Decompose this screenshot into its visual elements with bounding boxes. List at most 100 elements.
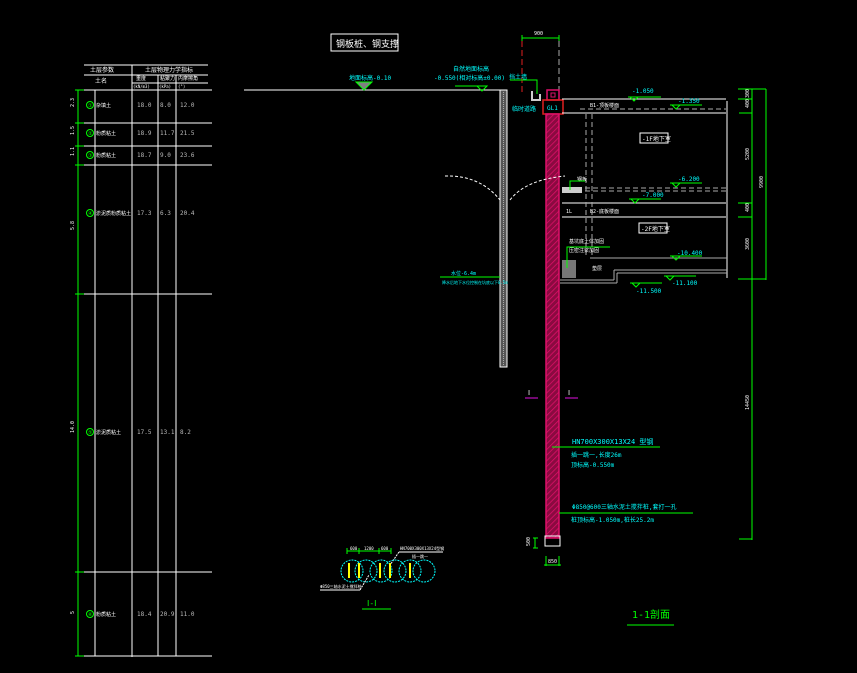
soil-friction: 8.2	[180, 429, 191, 436]
soil-cohesion: 9.0	[160, 152, 171, 159]
table-unit-phi: (°)	[178, 84, 185, 89]
soil-id: ②	[88, 131, 93, 137]
elevation-value: -1.050	[632, 88, 654, 95]
elevation-marker: -1.350	[670, 98, 702, 110]
elevation-triangle-icon	[628, 96, 640, 102]
bottom-dim-850: 850	[548, 559, 557, 565]
soil-thickness: 5.8	[70, 221, 76, 230]
natural-ground-elevation: -0.550(相对标高±0.00)	[434, 74, 505, 82]
svg-text:钢板: 钢板	[577, 176, 587, 183]
soil-friction: 11.0	[180, 611, 195, 618]
soil-cohesion: 8.0	[160, 102, 171, 109]
soil-gamma: 18.4	[137, 611, 152, 618]
soil-cohesion: 20.9	[160, 611, 175, 618]
floor2-label: -2F地下室	[641, 225, 670, 233]
soil-name: 粉质粘土	[96, 611, 116, 618]
elevation-triangle-icon	[664, 275, 676, 281]
elevation-value: -10.400	[677, 250, 703, 257]
cushion-label: 垫层	[592, 265, 602, 272]
soil-id: ①	[88, 103, 93, 109]
soil-name: 淤泥质粉质粘土	[96, 210, 131, 217]
soil-id: ⑤	[88, 430, 93, 436]
soil-friction: 12.0	[180, 102, 195, 109]
detail-dim-2: 1200	[364, 546, 374, 551]
slab1-label: B1-顶板楼面	[590, 102, 619, 109]
cut-marker-right: Ⅰ	[565, 389, 578, 399]
elevation-marker: -1.050	[628, 88, 661, 102]
detail-dim-3: 600	[381, 546, 389, 551]
elevation-marker: -6.200	[670, 176, 702, 188]
table-header-right: 土层物理力学指标	[145, 66, 193, 74]
elevation-value: -11.500	[636, 288, 662, 295]
elevation-value: -11.100	[672, 280, 698, 287]
soil-thickness: 1.1	[70, 147, 76, 156]
title-box	[330, 33, 399, 52]
elevation-triangle-icon	[670, 255, 682, 261]
soil-friction: 21.5	[180, 130, 195, 137]
water-level-note: 降水后地下水位控制在坑底以下0.5m	[442, 279, 508, 285]
excavation-arc-right	[509, 175, 566, 201]
right-dim-value: 5200	[745, 148, 751, 160]
elevation-triangle-icon	[630, 282, 642, 288]
detail-label-left: Φ850三轴水泥土搅拌桩	[320, 583, 362, 589]
soil-id: ⑥	[88, 612, 93, 618]
mixing-pile-spec-1: Φ850@600三轴水泥土搅拌桩,套打一孔	[572, 503, 677, 511]
cut-marker-left: Ⅰ	[525, 389, 538, 399]
title-box-text: 钢板桩、钢支撑	[336, 38, 399, 50]
svg-text:1L: 1L	[566, 209, 572, 215]
table-sub-left: 土名	[95, 77, 107, 85]
elevation-marker: -10.400	[670, 250, 703, 261]
table-unit-c: (kPa)	[159, 84, 171, 89]
section-title: 1-1剖面	[632, 608, 670, 621]
soil-cohesion: 13.1	[160, 429, 175, 436]
bottom-note1: 基坑底土体加固	[569, 238, 604, 245]
soil-gamma: 17.3	[137, 210, 152, 217]
soil-table-depth-ruler	[75, 89, 84, 657]
soil-thickness: 14.0	[70, 421, 76, 433]
bottom-dim-500: 500	[526, 537, 532, 546]
pile-spec-2: 插一跳一,长度26m	[571, 451, 622, 459]
soil-thickness: 2.3	[70, 98, 76, 107]
elevation-value: -1.350	[678, 98, 700, 105]
soil-name: 粉质粘土	[96, 152, 116, 159]
soil-gamma: 17.5	[137, 429, 152, 436]
soil-thickness: 1.5	[70, 126, 76, 135]
right-dim-total: 9900	[759, 176, 765, 188]
table-unit-gamma: (kN/m3)	[133, 84, 150, 89]
soil-gamma: 18.7	[137, 152, 152, 159]
excavation-arc-left	[444, 175, 501, 201]
right-dim-value: 3600	[745, 238, 751, 250]
elevation-triangle-icon	[670, 182, 682, 188]
ground-elevation-marker-icon	[354, 81, 374, 91]
crown-beam-label: GL1	[547, 105, 558, 112]
soil-name: 淤泥质粘土	[96, 429, 121, 436]
soil-name: 杂填土	[96, 102, 111, 109]
basement-structure	[560, 98, 728, 284]
elevation-triangle-icon	[670, 104, 682, 110]
svg-text:Ⅰ: Ⅰ	[568, 389, 570, 397]
right-dim-value: 300	[745, 89, 751, 98]
slab2-label: B2-底板楼面	[590, 208, 619, 215]
cushion-hatch	[562, 260, 576, 278]
soil-cohesion: 11.7	[160, 130, 175, 137]
floor2-box	[638, 222, 668, 234]
soil-gamma: 18.9	[137, 130, 152, 137]
retaining-wall-label: 挡土墙	[509, 73, 527, 81]
elevation-marker: -11.100	[664, 275, 698, 287]
top-dimension	[521, 35, 560, 41]
right-dim-value: 400	[745, 99, 751, 108]
right-dim-value: 14450	[745, 395, 751, 410]
right-dim-value: 400	[745, 203, 751, 212]
elevation-marker: -7.000	[629, 192, 664, 204]
soil-cohesion: 6.3	[160, 210, 171, 217]
elevation-value: -7.000	[642, 192, 664, 199]
soil-table	[84, 64, 212, 657]
soil-name: 粉质粘土	[96, 130, 116, 137]
pile-spec-1: HN700X300X13X24 型钢	[572, 437, 653, 446]
soil-friction: 20.4	[180, 210, 195, 217]
